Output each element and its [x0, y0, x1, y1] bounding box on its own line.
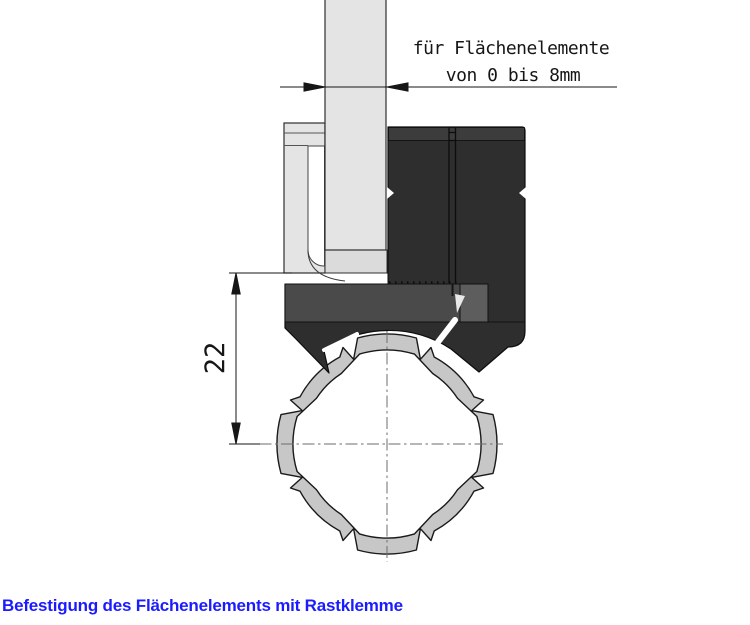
bracket-foot	[324, 249, 388, 274]
latch-bar-main	[284, 283, 461, 323]
right-edge-nick	[519, 187, 526, 199]
dim-arrow-down-icon	[231, 422, 241, 445]
centerlines	[238, 331, 503, 562]
clamp-slot	[448, 127, 457, 283]
latch-pointer-wedge	[455, 294, 465, 313]
clamp-top-band	[388, 127, 525, 141]
right-jaw-gap	[432, 317, 458, 349]
height-dimension-22	[229, 272, 292, 445]
left-jaw-gap	[322, 332, 359, 352]
jaw-highlights	[322, 317, 458, 352]
dim-arrow-left-icon	[386, 82, 409, 92]
left-edge-nick	[387, 187, 394, 199]
panel-element	[324, 0, 387, 251]
latch-bar-end	[459, 283, 489, 323]
dim-arrow-right-icon	[303, 82, 326, 92]
bracket-foot-curve	[307, 249, 346, 282]
clamp-bracket	[283, 122, 388, 284]
dimension-22-label: 22	[200, 342, 231, 375]
annotation-line1: für Flächenelemente	[413, 38, 609, 59]
dim-arrow-up-icon	[231, 272, 241, 295]
bracket-gap	[283, 274, 388, 284]
figure-caption: Befestigung des Flächenelements mit Rast…	[2, 596, 403, 615]
panel-thickness-dimension	[280, 82, 617, 92]
annotation-line2: von 0 bis 8mm	[446, 65, 580, 86]
latch-bar	[284, 283, 525, 323]
bracket-channel	[307, 145, 325, 267]
